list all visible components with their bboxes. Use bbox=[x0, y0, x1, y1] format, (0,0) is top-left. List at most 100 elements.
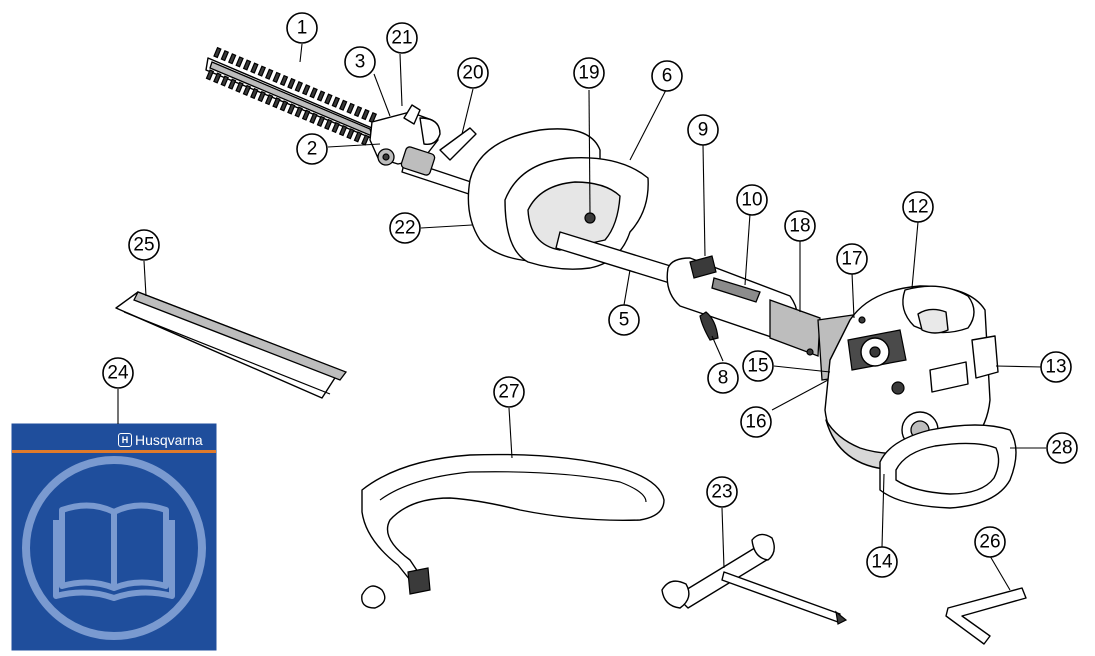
callout-circle bbox=[1046, 432, 1078, 464]
blade-tooth bbox=[227, 78, 237, 90]
callout-label: 23 bbox=[711, 482, 732, 503]
blade-tooth bbox=[338, 125, 348, 137]
callout-circle bbox=[344, 46, 376, 78]
callout-8: 8 bbox=[707, 362, 739, 394]
callout-circle bbox=[974, 526, 1006, 558]
harness-strap bbox=[361, 453, 665, 609]
callout-circle bbox=[1040, 351, 1072, 383]
blade-tooth bbox=[294, 81, 304, 93]
blade-tooth bbox=[257, 65, 267, 77]
engine-unit bbox=[806, 285, 999, 471]
callout-label: 15 bbox=[747, 356, 768, 377]
blade-tooth bbox=[316, 115, 326, 127]
callout-circle bbox=[736, 184, 768, 216]
blade-tooth bbox=[331, 96, 341, 108]
callout-15: 15 bbox=[742, 350, 774, 382]
callout-20: 20 bbox=[457, 57, 489, 89]
blade-tooth bbox=[242, 59, 252, 71]
callout-circle bbox=[651, 60, 683, 92]
callout-label: 14 bbox=[871, 552, 893, 573]
callout-3: 3 bbox=[344, 46, 376, 78]
blade-tooth bbox=[324, 93, 333, 105]
blade-tooth bbox=[361, 108, 370, 121]
blade-tooth bbox=[235, 81, 244, 93]
callout-27: 27 bbox=[493, 376, 525, 408]
book-icon bbox=[53, 502, 175, 601]
blade-tooth bbox=[220, 50, 230, 62]
blade-tooth bbox=[257, 90, 266, 103]
callout-circle bbox=[389, 212, 421, 244]
callout-10: 10 bbox=[736, 184, 768, 216]
hex-key bbox=[945, 587, 1027, 645]
blade-tooth bbox=[309, 87, 318, 99]
blade-tooth bbox=[353, 105, 363, 118]
blade-tooth bbox=[279, 74, 289, 87]
callout-2: 2 bbox=[296, 133, 328, 165]
callout-circle bbox=[706, 476, 738, 508]
callout-circle bbox=[296, 133, 328, 165]
callout-circle bbox=[902, 191, 934, 223]
blade-tooth bbox=[287, 77, 296, 90]
callout-circle bbox=[493, 376, 525, 408]
callout-label: 22 bbox=[394, 218, 415, 239]
blade-tooth bbox=[309, 112, 318, 124]
callout-label: 27 bbox=[498, 382, 519, 403]
callout-24: 24 bbox=[102, 357, 134, 389]
blade-tooth bbox=[316, 90, 326, 102]
callout-label: 5 bbox=[619, 310, 630, 331]
blade-tooth bbox=[272, 71, 281, 83]
blade-tooth bbox=[242, 84, 252, 96]
callout-circle bbox=[687, 114, 719, 146]
manual-brand: H Husqvarna bbox=[118, 430, 214, 450]
callout-circle bbox=[866, 546, 898, 578]
callout-25: 25 bbox=[128, 229, 160, 261]
callout-circle bbox=[784, 210, 816, 242]
blade-tooth bbox=[346, 102, 355, 114]
callout-label: 21 bbox=[391, 28, 412, 49]
callout-label: 19 bbox=[578, 63, 599, 84]
callout-21: 21 bbox=[386, 22, 418, 54]
callout-circle bbox=[608, 304, 640, 336]
combination-spanner bbox=[661, 533, 848, 625]
throttle-handle bbox=[666, 255, 821, 357]
blade-tooth bbox=[250, 62, 259, 74]
blade-tooth bbox=[265, 68, 274, 80]
callout-label: 28 bbox=[1051, 438, 1072, 459]
callout-12: 12 bbox=[902, 191, 934, 223]
blade-tooth bbox=[302, 84, 311, 96]
callout-16: 16 bbox=[740, 406, 772, 438]
blade-tooth bbox=[213, 72, 222, 84]
callout-label: 1 bbox=[297, 18, 308, 39]
callout-label: 13 bbox=[1045, 357, 1066, 378]
blade-tooth bbox=[353, 131, 363, 143]
callout-label: 18 bbox=[789, 216, 810, 237]
blade-tooth bbox=[339, 99, 348, 111]
callout-label: 16 bbox=[745, 412, 766, 433]
callout-19: 19 bbox=[573, 57, 605, 89]
blade-tooth bbox=[264, 94, 274, 106]
callout-circle bbox=[740, 406, 772, 438]
callout-label: 26 bbox=[979, 532, 1000, 553]
callout-26: 26 bbox=[974, 526, 1006, 558]
blade-tooth bbox=[220, 75, 229, 87]
blade-tooth bbox=[324, 118, 333, 131]
loop-handle bbox=[467, 128, 649, 270]
callout-label: 6 bbox=[662, 66, 673, 87]
callout-13: 13 bbox=[1040, 351, 1072, 383]
callout-28: 28 bbox=[1046, 432, 1078, 464]
callout-22: 22 bbox=[389, 212, 421, 244]
blade-tooth bbox=[301, 109, 311, 121]
blade-tooth bbox=[346, 128, 355, 140]
callout-circle bbox=[102, 357, 134, 389]
blade-tooth bbox=[205, 69, 215, 81]
auxiliary-handle bbox=[439, 127, 477, 161]
callout-circle bbox=[836, 243, 868, 275]
blade-tooth bbox=[361, 134, 370, 146]
callout-18: 18 bbox=[784, 210, 816, 242]
callout-5: 5 bbox=[608, 304, 640, 336]
callout-circle bbox=[707, 362, 739, 394]
callout-circle bbox=[573, 57, 605, 89]
callout-label: 10 bbox=[741, 190, 762, 211]
callout-circle bbox=[742, 350, 774, 382]
